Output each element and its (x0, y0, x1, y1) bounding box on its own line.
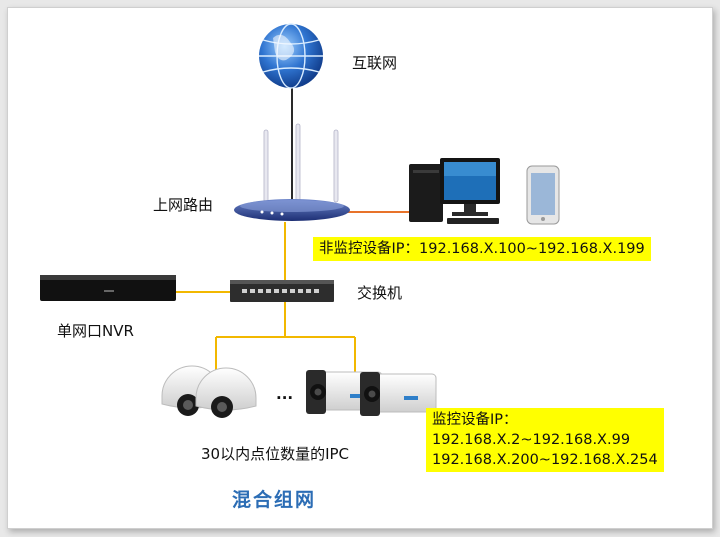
nvr-label: 单网口NVR (57, 322, 134, 340)
monitor-ip-range-2: 192.168.X.200~192.168.X.254 (432, 452, 658, 468)
smartphone-icon (526, 165, 560, 225)
monitor-ip-range-1: 192.168.X.2~192.168.X.99 (432, 432, 631, 448)
ipc-label: 30以内点位数量的IPC (201, 445, 350, 463)
monitor-ip-title: 监控设备IP： (432, 412, 518, 428)
diagram-title: 混合组网 (232, 489, 317, 511)
internet-label: 互联网 (352, 54, 398, 72)
desktop-computer-icon (409, 158, 500, 224)
router-label: 上网路由 (153, 196, 214, 214)
bullet-camera-icon (360, 372, 437, 416)
monitor-ip-box: 监控设备IP： 192.168.X.2~192.168.X.99 192.168… (426, 408, 664, 472)
non-monitor-ip-text: 非监控设备IP：192.168.X.100~192.168.X.199 (319, 241, 645, 257)
router-icon (234, 123, 350, 221)
dome-camera-icon (195, 367, 257, 418)
switch-icon (230, 280, 334, 302)
switch-label: 交换机 (357, 284, 403, 302)
internet-globe-icon (259, 23, 323, 89)
non-monitor-ip-box: 非监控设备IP：192.168.X.100~192.168.X.199 (313, 237, 651, 261)
nvr-icon (40, 275, 176, 301)
ellipsis-label: ... (276, 385, 294, 403)
